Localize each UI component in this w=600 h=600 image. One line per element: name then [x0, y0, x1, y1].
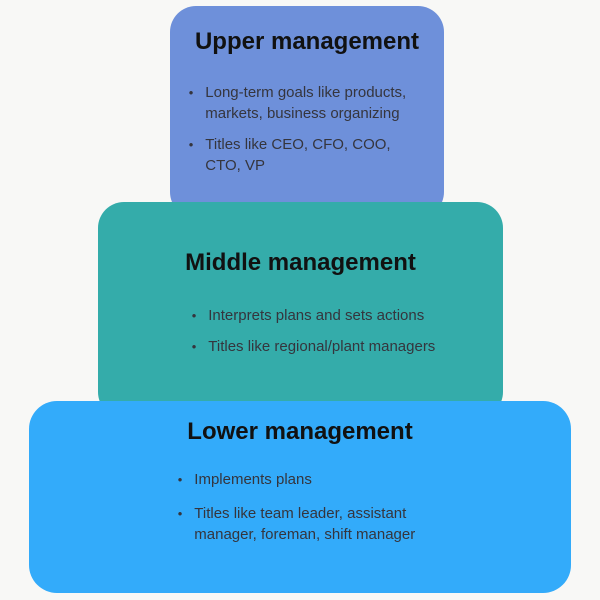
- bullet-text: Titles like regional/plant managers: [208, 338, 436, 355]
- bullet-item: • Implements plans: [178, 469, 443, 490]
- middle-management-title: Middle management: [185, 249, 416, 276]
- lower-management-card: Lower management • Implements plans • Ti…: [29, 401, 571, 593]
- bullet-icon: •: [188, 85, 194, 100]
- bullet-icon: •: [191, 339, 197, 354]
- middle-management-bullets: • Interprets plans and sets actions • Ti…: [192, 305, 436, 357]
- upper-management-card: Upper management • Long-term goals like …: [170, 6, 444, 218]
- lower-management-title: Lower management: [187, 418, 413, 445]
- bullet-icon: •: [177, 506, 183, 521]
- bullet-item: • Titles like CEO, CFO, COO, CTO, VP: [189, 134, 426, 176]
- bullet-icon: •: [191, 308, 197, 323]
- bullet-text: Interprets plans and sets actions: [208, 307, 425, 324]
- bullet-icon: •: [188, 137, 194, 152]
- bullet-item: • Titles like team leader, assistant man…: [178, 503, 443, 545]
- bullet-item: • Titles like regional/plant managers: [192, 336, 436, 357]
- bullet-item: • Interprets plans and sets actions: [192, 305, 436, 326]
- lower-management-bullets: • Implements plans • Titles like team le…: [178, 469, 443, 545]
- bullet-text: Titles like team leader, assistant manag…: [194, 505, 416, 543]
- bullet-text: Implements plans: [194, 471, 312, 488]
- bullet-item: • Long-term goals like products, markets…: [189, 82, 426, 124]
- bullet-text: Long-term goals like products, markets, …: [205, 84, 407, 122]
- upper-management-bullets: • Long-term goals like products, markets…: [189, 82, 426, 176]
- bullet-text: Titles like CEO, CFO, COO, CTO, VP: [205, 136, 391, 174]
- middle-management-card: Middle management • Interprets plans and…: [98, 202, 503, 418]
- upper-management-title: Upper management: [194, 28, 420, 55]
- bullet-icon: •: [177, 472, 183, 487]
